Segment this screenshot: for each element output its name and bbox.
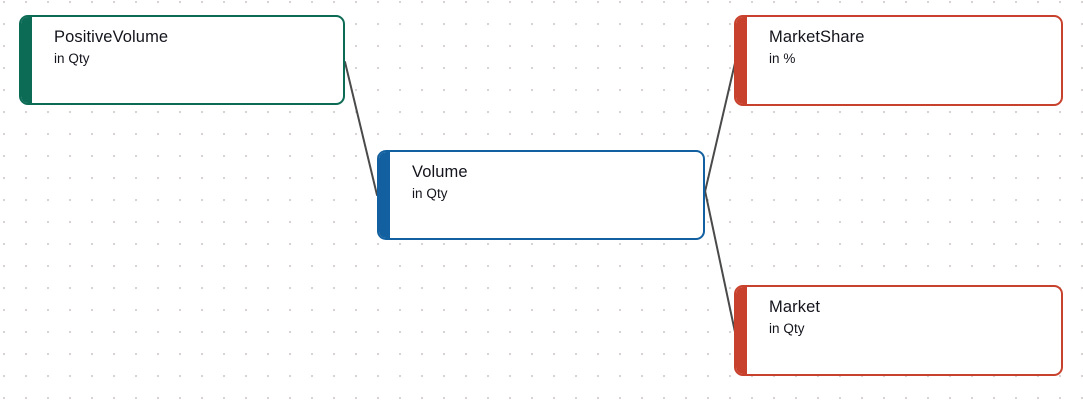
node-volume[interactable]: Volume in Qty bbox=[377, 150, 705, 240]
node-accent-bar bbox=[736, 17, 747, 104]
node-subtitle: in Qty bbox=[54, 51, 90, 66]
node-subtitle: in Qty bbox=[412, 186, 448, 201]
node-accent-bar bbox=[379, 152, 390, 238]
node-positivevolume[interactable]: PositiveVolume in Qty bbox=[19, 15, 345, 105]
node-title: MarketShare bbox=[769, 28, 865, 46]
node-body: Market in Qty bbox=[747, 287, 1061, 374]
node-accent-bar bbox=[21, 17, 32, 103]
node-marketshare[interactable]: MarketShare in % bbox=[734, 15, 1063, 106]
edge-positivevolume-to-volume bbox=[344, 61, 378, 196]
node-title: PositiveVolume bbox=[54, 28, 169, 46]
node-body: Volume in Qty bbox=[390, 152, 703, 238]
edge-volume-to-marketshare bbox=[703, 62, 736, 197]
node-market[interactable]: Market in Qty bbox=[734, 285, 1063, 376]
node-title: Volume bbox=[412, 163, 468, 181]
node-subtitle: in Qty bbox=[769, 321, 805, 336]
node-accent-bar bbox=[736, 287, 747, 374]
node-body: MarketShare in % bbox=[747, 17, 1061, 104]
node-body: PositiveVolume in Qty bbox=[32, 17, 343, 103]
edge-volume-to-market bbox=[703, 185, 736, 333]
node-subtitle: in % bbox=[769, 51, 796, 66]
node-title: Market bbox=[769, 298, 821, 316]
